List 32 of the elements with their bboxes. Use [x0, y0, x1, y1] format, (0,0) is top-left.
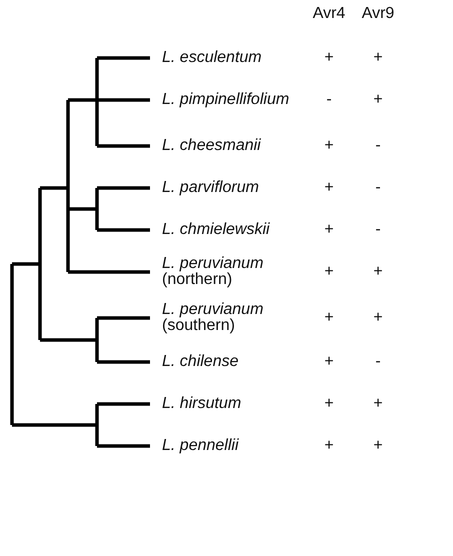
species-name: L. cheesmanii [162, 138, 262, 154]
result-mark: - [375, 180, 381, 196]
species-name: L. chmielewskii [162, 222, 271, 238]
result-mark: + [324, 310, 334, 326]
result-mark: + [373, 310, 383, 326]
result-mark: + [324, 438, 334, 454]
species-name: L. pimpinellifolium [162, 92, 290, 108]
result-mark: + [324, 222, 334, 238]
result-mark: + [373, 264, 383, 280]
result-mark: + [324, 138, 334, 154]
result-mark: + [373, 438, 383, 454]
result-mark: + [324, 180, 334, 196]
result-mark: + [324, 354, 334, 370]
result-mark: + [373, 50, 383, 66]
result-mark: - [326, 92, 332, 108]
result-mark: - [375, 138, 381, 154]
result-mark: + [324, 50, 334, 66]
species-name: L. chilense [162, 354, 240, 370]
species-name: L. parviflorum [162, 180, 260, 196]
species-name: L. esculentum [162, 50, 263, 66]
result-mark: - [375, 222, 381, 238]
result-mark: + [324, 264, 334, 280]
result-mark: + [373, 396, 383, 412]
species-name: L. hirsutum [162, 396, 242, 412]
species-name: L. peruvianum (northern) [162, 256, 264, 288]
result-mark: + [373, 92, 383, 108]
result-mark: - [375, 354, 381, 370]
column-header: Avr9 [362, 6, 394, 22]
species-name: L. pennellii [162, 438, 240, 454]
result-mark: + [324, 396, 334, 412]
species-name: L. peruvianum (southern) [162, 302, 264, 334]
column-header: Avr4 [312, 6, 346, 22]
